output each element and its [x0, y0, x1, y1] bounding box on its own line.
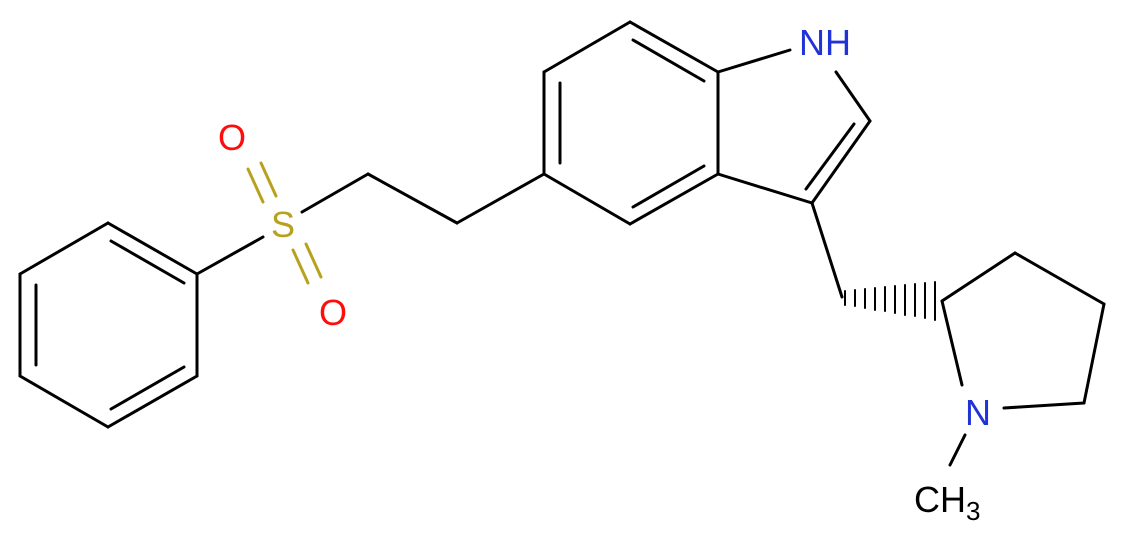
pyrrole-bond: [716, 172, 814, 205]
sulfur-oxygen-bottom-bond: [304, 242, 323, 279]
chain-bond: [366, 172, 459, 225]
stereo-hashed-bond: [844, 281, 936, 321]
sulfur-oxygen-top-bond: [246, 167, 265, 204]
methyl-subscript-text: 3: [966, 496, 980, 526]
oxygen-bottom-atom-label: O: [319, 292, 347, 333]
indole-bond: [542, 20, 632, 74]
n-methyl-bond: [948, 433, 967, 467]
oxygen-top-atom-label: O: [218, 117, 246, 158]
pyrrolidine-n-atom-label: N: [965, 392, 991, 433]
phenyl-inner-bond: [109, 365, 186, 411]
pyrrolidine-bond: [1002, 401, 1086, 410]
phenyl-sulfur-bond: [195, 235, 265, 276]
indole-benzene-ring: [542, 20, 720, 226]
pyrrolidine-bond: [940, 251, 1017, 303]
sulfur-oxygen-top-bond: [259, 161, 278, 198]
pyrrole-bond: [810, 119, 872, 205]
methylene-linker: [810, 201, 936, 321]
ethyl-chain: [366, 172, 546, 225]
pyrrolidine-bond: [1013, 251, 1106, 306]
phenyl-bond: [18, 374, 110, 429]
pyrrole-inner-bond: [804, 122, 856, 191]
pyrrolidine-bond: [940, 299, 964, 387]
sulfonyl-group: S O O: [195, 117, 370, 333]
indole-bond: [542, 172, 632, 226]
phenyl-bond: [106, 221, 199, 276]
methyl-atom-label: CH3: [914, 479, 980, 526]
indole-inner-bond: [631, 38, 706, 83]
indole-inner-bond: [631, 164, 706, 209]
linker-bond: [810, 201, 844, 299]
pyrrolidine-ring: N CH3: [914, 251, 1106, 526]
phenyl-bond: [18, 221, 110, 276]
indole-nh-atom-label: NH: [799, 22, 851, 63]
phenyl-bond: [106, 374, 199, 429]
indole-bond: [628, 20, 720, 74]
indole-bond: [628, 172, 720, 226]
sulfur-atom-label: S: [271, 204, 295, 245]
pyrrole-bond: [834, 70, 872, 123]
pyrrole-bond: [716, 48, 792, 74]
phenyl-ring: [18, 221, 199, 429]
pyrrole-ring: NH: [716, 22, 872, 205]
sulfur-chain-bond: [300, 172, 370, 214]
phenyl-inner-bond: [109, 239, 186, 285]
pyrrolidine-bond: [1082, 302, 1106, 405]
sulfur-oxygen-bottom-bond: [291, 248, 310, 285]
chain-bond: [455, 172, 546, 225]
methyl-ch-text: CH: [914, 479, 966, 520]
